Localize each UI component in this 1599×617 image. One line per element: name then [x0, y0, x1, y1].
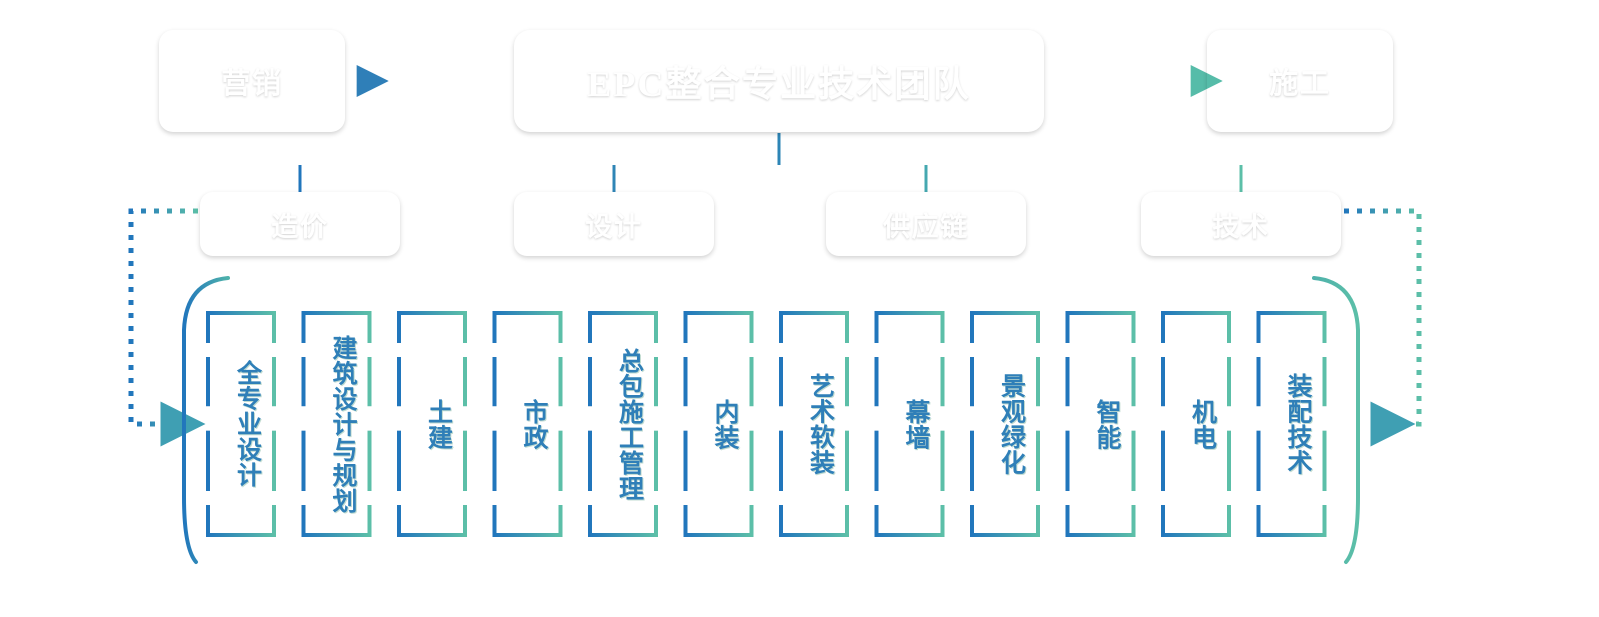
- leaf-item-label: 装配技术: [1284, 373, 1311, 475]
- side-node-construction[interactable]: 施工: [1207, 30, 1393, 132]
- leaf-item[interactable]: 市政: [498, 313, 570, 535]
- leaf-item-label: 智能: [1093, 398, 1120, 450]
- dotted-route-right: [1344, 208, 1422, 447]
- department-node-technology[interactable]: 技术: [1141, 192, 1341, 256]
- department-bus: [298, 163, 1243, 192]
- leaf-item-label: 内装: [711, 398, 738, 450]
- department-node-cost[interactable]: 造价: [200, 192, 400, 256]
- leaf-item[interactable]: 幕墙: [880, 313, 952, 535]
- leaf-item[interactable]: 机电: [1166, 313, 1238, 535]
- side-node-label: 营销: [221, 68, 283, 100]
- leaf-item-label: 建筑设计与规划: [329, 334, 356, 514]
- leaf-item-label: 景观绿化: [997, 373, 1025, 475]
- leaf-item[interactable]: 建筑设计与规划: [307, 313, 379, 535]
- leaf-item[interactable]: 土建: [402, 313, 474, 535]
- department-node-label: 造价: [271, 211, 329, 242]
- root-node[interactable]: EPC整合专业技术团队: [514, 30, 1044, 132]
- leaf-item-label: 艺术软装: [806, 373, 834, 475]
- department-node-supply-chain[interactable]: 供应链: [826, 192, 1026, 256]
- leaf-item-label: 总包施工管理: [615, 347, 643, 501]
- dotted-route-left: [128, 208, 206, 447]
- leaf-item[interactable]: 装配技术: [1262, 313, 1334, 535]
- department-node-label: 技术: [1212, 211, 1270, 242]
- leaf-item-label: 全专业设计: [233, 360, 261, 488]
- leaf-item-label: 土建: [424, 398, 452, 450]
- root-node-label: EPC整合专业技术团队: [587, 64, 971, 104]
- side-node-label: 施工: [1269, 68, 1331, 100]
- leaf-item-label: 幕墙: [902, 398, 929, 450]
- leaf-item[interactable]: 景观绿化: [975, 313, 1047, 535]
- leaf-item-label: 机电: [1188, 398, 1216, 450]
- department-node-label: 供应链: [883, 211, 969, 242]
- leaf-item[interactable]: 全专业设计: [211, 313, 283, 535]
- leaf-item-label: 市政: [520, 398, 547, 450]
- side-node-marketing[interactable]: 营销: [159, 30, 345, 132]
- leaf-item[interactable]: 艺术软装: [784, 313, 856, 535]
- leaf-item[interactable]: 内装: [689, 313, 761, 535]
- leaf-item[interactable]: 智能: [1071, 313, 1143, 535]
- department-node-label: 设计: [585, 211, 643, 242]
- department-node-design[interactable]: 设计: [514, 192, 714, 256]
- leaf-item[interactable]: 总包施工管理: [593, 313, 665, 535]
